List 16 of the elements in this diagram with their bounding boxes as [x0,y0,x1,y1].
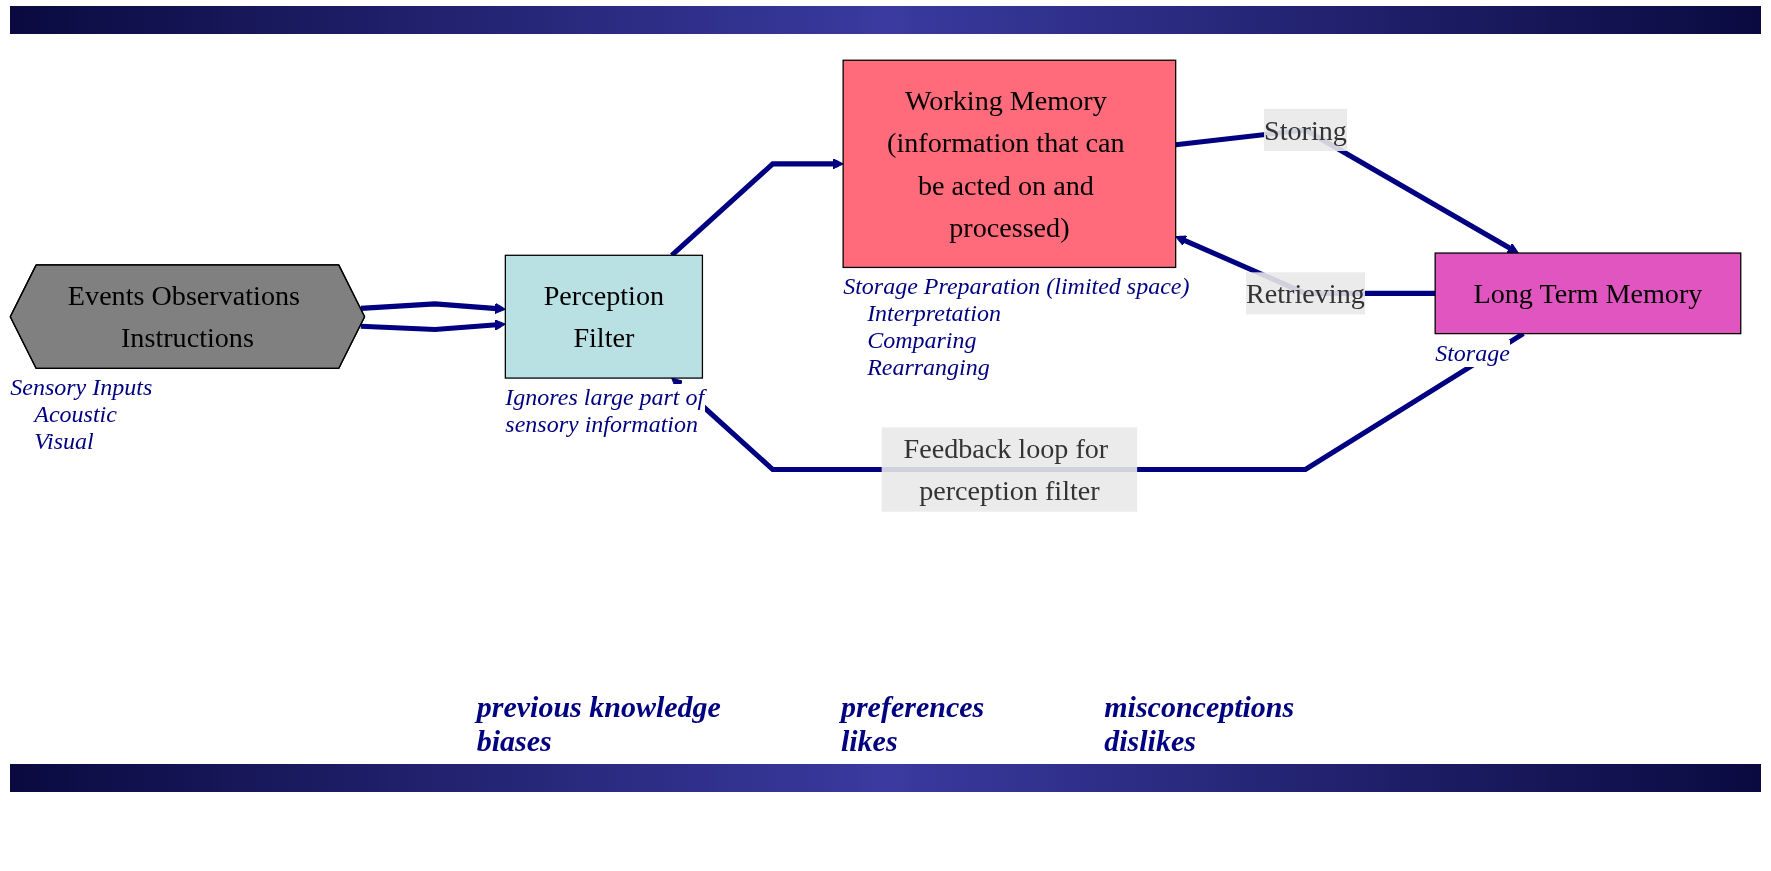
arrow [360,319,506,333]
note-text: preferences [840,690,985,724]
note-text: biases [476,724,553,758]
node-box: Long Term Memory [1434,252,1742,335]
note-text: dislikes [1104,724,1197,758]
node-box: Working Memory (information that can be acted on and processed) [842,59,1177,269]
edge-label: Storing [1263,113,1347,146]
caption-text: Ignores large part of sensory information [505,384,706,439]
edge-label: Feedback loop for perception filter [903,432,1109,507]
caption-text: Storage [1435,339,1510,367]
node-box: Perception Filter [504,254,704,379]
note-text: likes [840,724,899,758]
edge-label: Retrieving [1246,277,1365,310]
note-text: misconceptions [1104,690,1295,724]
note-text: previous knowledge [476,690,721,724]
arrow [360,301,506,315]
